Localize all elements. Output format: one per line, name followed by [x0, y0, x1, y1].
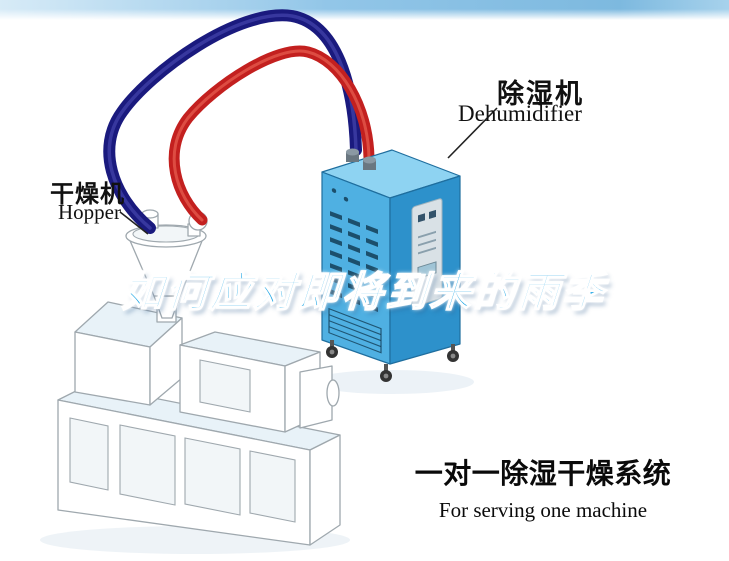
- dehumidifier-label-cn: 除湿机: [497, 79, 584, 109]
- dehumidifier-shadow: [310, 370, 474, 394]
- dryer-label-en: Hopper: [58, 200, 121, 224]
- pointer-line-dehumidifier: [447, 107, 498, 159]
- dehumidifier-label-en: Dehumidifier: [458, 101, 582, 126]
- caster-wheels: [326, 340, 459, 382]
- control-panel: [411, 198, 443, 307]
- dehumidifier-vents: [328, 188, 382, 354]
- headline-text: 如何应对即将到来的雨季: [120, 268, 609, 316]
- pipe-supply-red: [168, 45, 375, 226]
- top-banner: [0, 0, 729, 20]
- dehumidifier-unit: [321, 148, 461, 382]
- system-caption-en: For serving one machine: [438, 498, 648, 522]
- system-caption-cn: 一对一除湿干燥系统: [414, 458, 672, 489]
- pointer-line-hopper: [119, 211, 149, 235]
- hose-port: [346, 148, 376, 170]
- dryer-label-cn: 干燥机: [50, 181, 125, 208]
- extruder-machine: [57, 301, 341, 546]
- pipe-return-navy: [103, 9, 362, 234]
- system-caption: 一对一除湿干燥系统 For serving one machine: [398, 452, 688, 523]
